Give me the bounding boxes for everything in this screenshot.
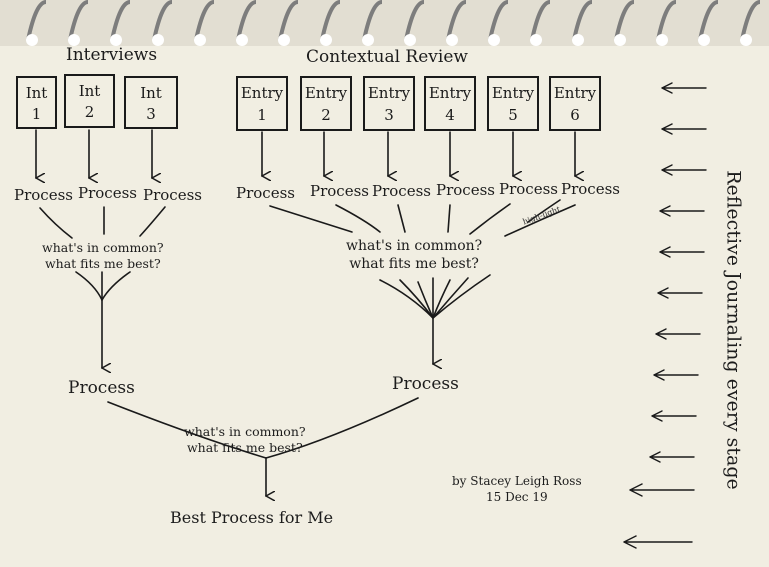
- interview-box-1: Int 1: [16, 76, 57, 129]
- contextual-review-heading: Contextual Review: [306, 47, 468, 67]
- box-label: Int: [25, 84, 48, 102]
- entry-box-5: Entry 5: [487, 76, 539, 131]
- question-line-1: what's in common?: [346, 238, 483, 254]
- signature-name: by Stacey Leigh Ross: [452, 474, 582, 488]
- box-number: 3: [146, 105, 156, 123]
- signature: by Stacey Leigh Ross 15 Dec 19: [452, 474, 582, 505]
- interviews-result-process: Process: [68, 378, 135, 398]
- spiral-binding: [0, 0, 769, 46]
- reflective-journaling-text: Reflective Journaling every stage: [722, 170, 745, 490]
- entry-box-3: Entry 3: [363, 76, 415, 131]
- box-label: Entry: [367, 84, 411, 102]
- contextual-question: what's in common? what fits me best?: [346, 238, 482, 273]
- question-line-1: what's in common?: [184, 424, 306, 439]
- entry-process-6: Process: [561, 180, 620, 198]
- interview-process-3: Process: [143, 186, 202, 204]
- entry-process-1: Process: [236, 184, 295, 202]
- box-label: Entry: [240, 84, 284, 102]
- question-line-2: what fits me best?: [349, 255, 479, 272]
- entry-process-2: Process: [310, 182, 369, 200]
- box-label: Int: [78, 82, 101, 100]
- final-best-process: Best Process for Me: [170, 508, 334, 527]
- question-line-2: what fits me best?: [44, 255, 161, 271]
- interview-box-2: Int 2: [64, 74, 115, 128]
- entry-box-6: Entry 6: [549, 76, 601, 131]
- question-line-2: what fits me best?: [186, 439, 303, 455]
- entry-process-5: Process: [499, 180, 558, 198]
- box-number: 1: [257, 106, 267, 124]
- interviews-heading: Interviews: [66, 45, 158, 65]
- box-number: 5: [508, 106, 518, 124]
- box-number: 2: [84, 103, 95, 121]
- interview-process-1: Process: [14, 186, 73, 204]
- interviews-question: what's in common? what fits me best?: [42, 240, 164, 271]
- interview-box-3: Int 3: [124, 76, 178, 129]
- box-number: 6: [570, 106, 580, 124]
- entry-box-4: Entry 4: [424, 76, 476, 131]
- contextual-result-process: Process: [392, 374, 459, 394]
- question-line-1: what's in common?: [42, 240, 164, 255]
- box-number: 2: [321, 106, 331, 124]
- signature-date: 15 Dec 19: [485, 489, 548, 504]
- box-label: Entry: [553, 84, 597, 102]
- entry-box-2: Entry 2: [300, 76, 352, 131]
- entry-box-1: Entry 1: [236, 76, 288, 131]
- box-number: 1: [31, 105, 42, 123]
- box-label: Entry: [304, 84, 348, 102]
- interview-process-2: Process: [78, 184, 137, 202]
- box-number: 4: [445, 106, 455, 124]
- box-label: Entry: [491, 84, 535, 102]
- box-number: 3: [384, 106, 394, 124]
- box-label: Entry: [428, 84, 472, 102]
- entry-process-4: Process: [436, 181, 495, 199]
- box-label: Int: [140, 84, 162, 102]
- entry-process-3: Process: [372, 182, 431, 200]
- merge-question: what's in common? what fits me best?: [184, 424, 306, 455]
